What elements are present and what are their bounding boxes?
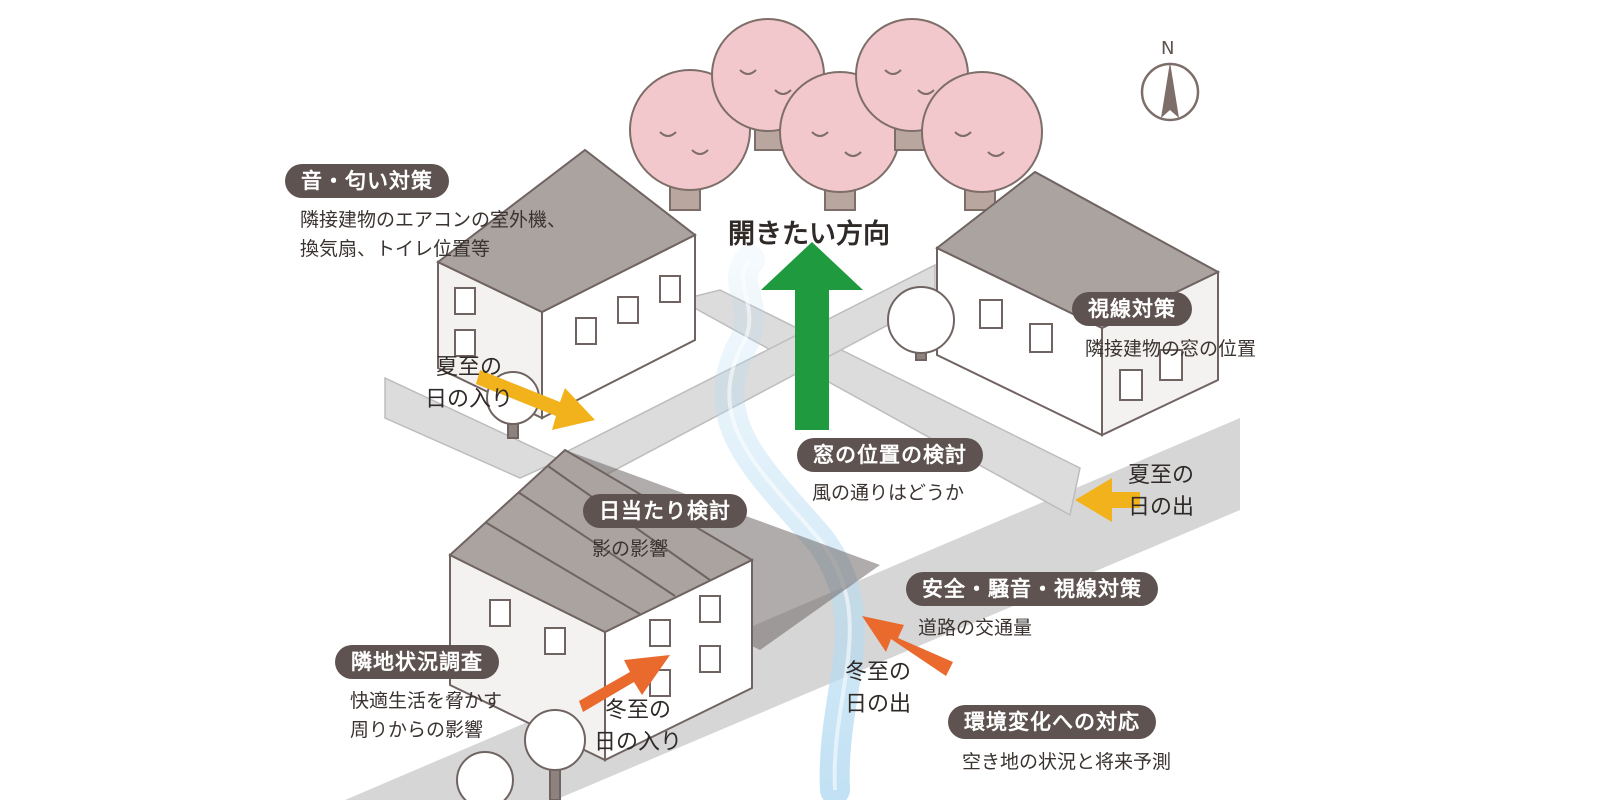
- callout-gaze-title: 視線対策: [1072, 292, 1192, 326]
- summer-sunset-line-1: 夏至の: [436, 355, 503, 380]
- winter-sunrise-line-1: 冬至の: [845, 660, 912, 685]
- summer-sunrise-line-1: 夏至の: [1128, 463, 1195, 488]
- summer-sunrise-line-2: 日の出: [1128, 495, 1195, 520]
- winter-sunset-label: 冬至の 日の入り: [594, 695, 682, 759]
- wind-flow-inner: [727, 258, 852, 791]
- open-direction-label: 開きたい方向: [728, 219, 890, 250]
- callout-sunlight-title: 日当たり検討: [583, 494, 747, 528]
- callout-window-title: 窓の位置の検討: [797, 438, 983, 472]
- callout-safety-title: 安全・騒音・視線対策: [906, 572, 1158, 606]
- callout-gaze-line-1: 隣接建物の窓の位置: [1085, 338, 1257, 360]
- callout-sunlight-line-1: 影の影響: [592, 538, 669, 560]
- compass-icon: [1140, 62, 1200, 122]
- winter-sunrise-arrow: [862, 616, 953, 676]
- cherry-trees: [629, 18, 1043, 211]
- callout-safety-line-1: 道路の交通量: [918, 617, 1033, 639]
- summer-sunset-label: 夏至の 日の入り: [425, 352, 513, 416]
- callout-sound-line-1: 隣接建物のエアコンの室外機、: [300, 209, 567, 231]
- summer-sunset-line-2: 日の入り: [425, 387, 514, 412]
- callout-neighbor-title: 隣地状況調査: [335, 645, 499, 679]
- callout-environment-title: 環境変化への対応: [948, 705, 1156, 739]
- callout-environment-line-1: 空き地の状況と将来予測: [962, 751, 1172, 773]
- winter-sunrise-line-2: 日の出: [845, 692, 912, 717]
- callout-neighbor-line-1: 快適生活を脅かす: [350, 690, 503, 712]
- winter-sunset-line-2: 日の入り: [594, 730, 683, 755]
- side-road-west: [384, 376, 562, 479]
- open-direction-arrow: [761, 242, 863, 430]
- winter-sunset-line-1: 冬至の: [605, 698, 672, 723]
- summer-sunrise-arrow: [1075, 478, 1140, 522]
- winter-sunset-arrow: [579, 655, 670, 712]
- callout-sound-title: 音・匂い対策: [285, 164, 449, 198]
- house-front: [448, 448, 755, 762]
- winter-sunrise-label: 冬至の 日の出: [845, 657, 911, 721]
- callout-window-line-1: 風の通りはどうか: [812, 482, 965, 504]
- callout-neighbor-line-2: 周りからの影響: [350, 719, 484, 741]
- compass-north-label: N: [1161, 38, 1175, 59]
- callout-sound-line-2: 換気扇、トイレ位置等: [300, 238, 491, 260]
- summer-sunrise-label: 夏至の 日の出: [1128, 460, 1194, 524]
- summer-sunset-arrow: [476, 370, 595, 430]
